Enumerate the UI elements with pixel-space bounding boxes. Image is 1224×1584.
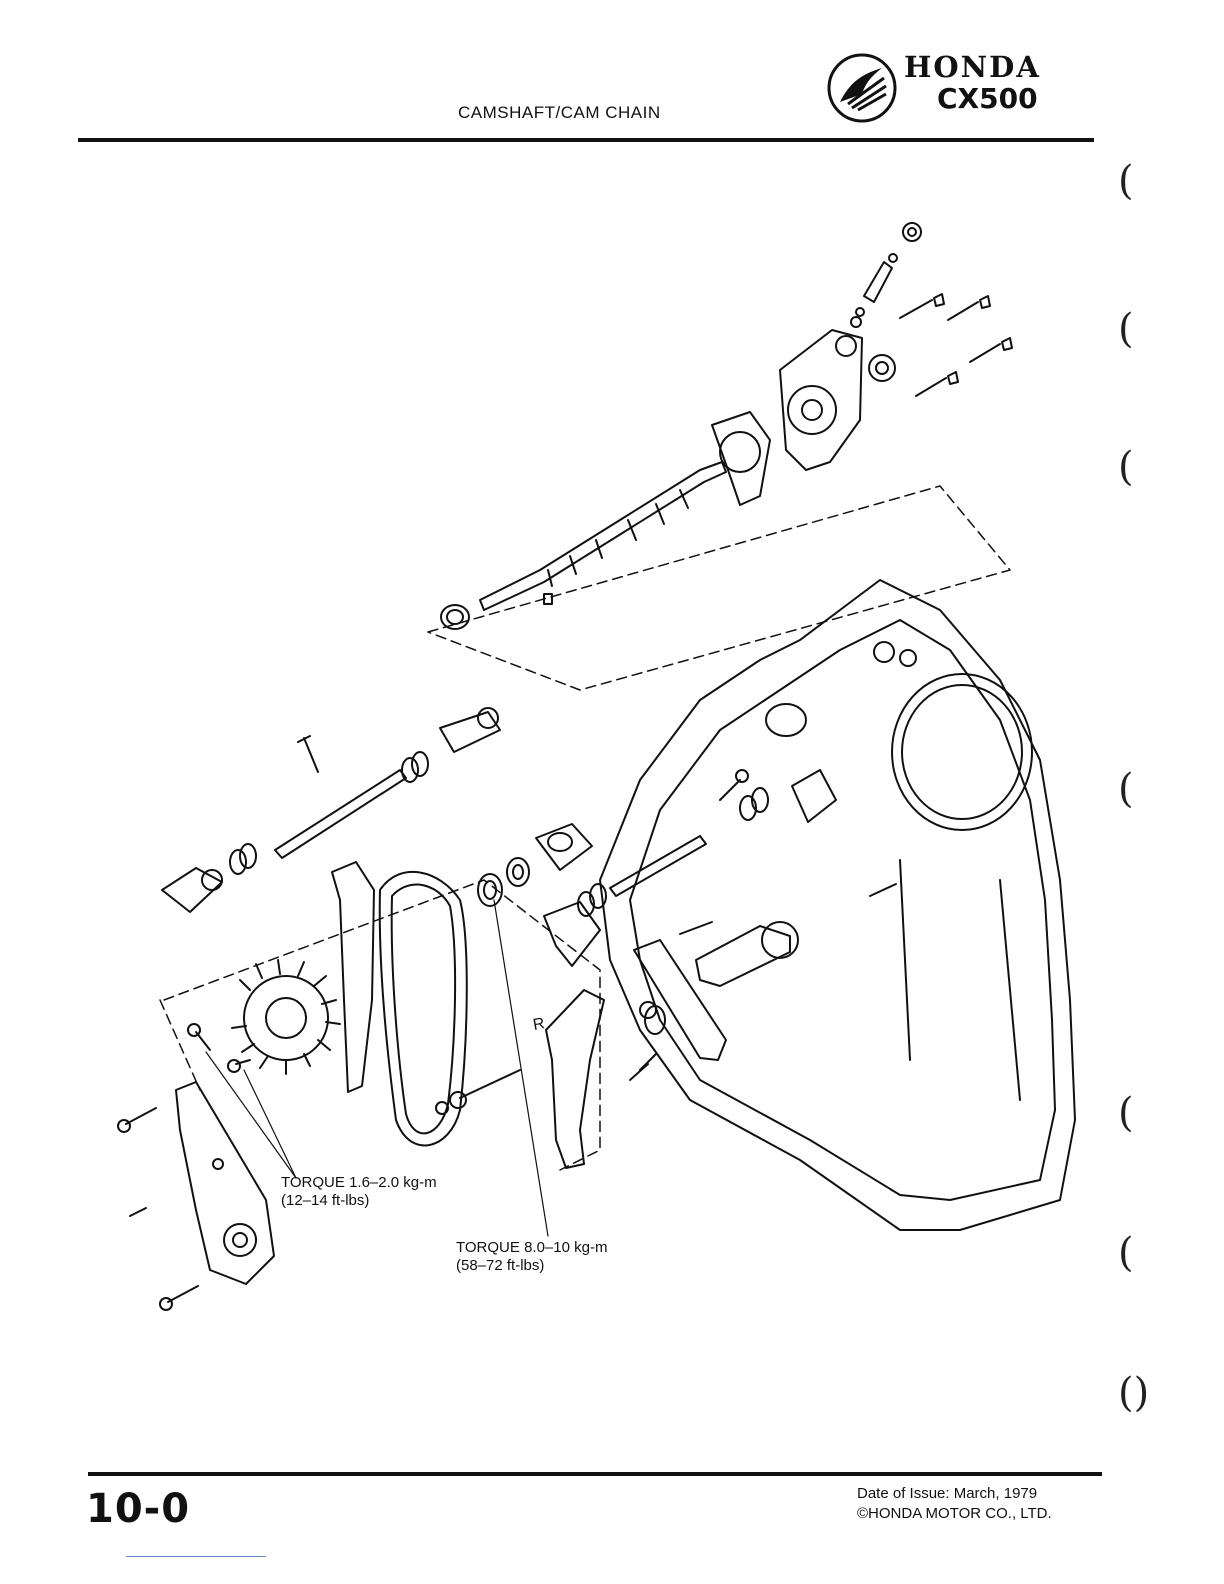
footer-rule [88, 1472, 1102, 1476]
binder-mark: () [1118, 1370, 1149, 1416]
binder-mark: ( [1118, 1090, 1134, 1136]
crankcase [600, 580, 1075, 1230]
rocker-arms [162, 708, 836, 966]
camshaft-dashed-frame [428, 486, 1010, 690]
part-mark: R [532, 1015, 546, 1034]
camshaft [441, 462, 726, 629]
cam-chain-tensioner [546, 922, 798, 1168]
binder-mark: ( [1118, 766, 1134, 812]
torque-note-tensioner-bolt: TORQUE 8.0–10 kg-m (58–72 ft-lbs) [456, 1239, 607, 1275]
binder-mark: ( [1118, 444, 1134, 490]
torque-value-imperial: (58–72 ft-lbs) [456, 1257, 607, 1275]
issue-info: Date of Issue: March, 1979 ©HONDA MOTOR … [857, 1484, 1052, 1524]
binder-mark: ( [1118, 306, 1134, 352]
cover-bolts [900, 294, 1012, 396]
cam-chain [380, 872, 467, 1146]
camshaft-holder [712, 223, 921, 505]
copyright: ©HONDA MOTOR CO., LTD. [857, 1504, 1052, 1524]
torque-value: TORQUE 1.6–2.0 kg-m [281, 1174, 437, 1192]
torque-note-sprocket-bolts: TORQUE 1.6–2.0 kg-m (12–14 ft-lbs) [281, 1174, 437, 1210]
binder-mark: ( [1118, 158, 1134, 204]
torque-value-imperial: (12–14 ft-lbs) [281, 1192, 437, 1210]
cam-chain-guide [332, 862, 374, 1092]
page-number: 10-0 [86, 1486, 190, 1532]
tensioner-plate [176, 1082, 274, 1284]
torque-value: TORQUE 8.0–10 kg-m [456, 1239, 607, 1257]
issue-date: Date of Issue: March, 1979 [857, 1484, 1052, 1504]
cam-sprocket [232, 960, 340, 1074]
footer-scan-line [126, 1556, 266, 1557]
binder-mark: ( [1118, 1230, 1134, 1276]
